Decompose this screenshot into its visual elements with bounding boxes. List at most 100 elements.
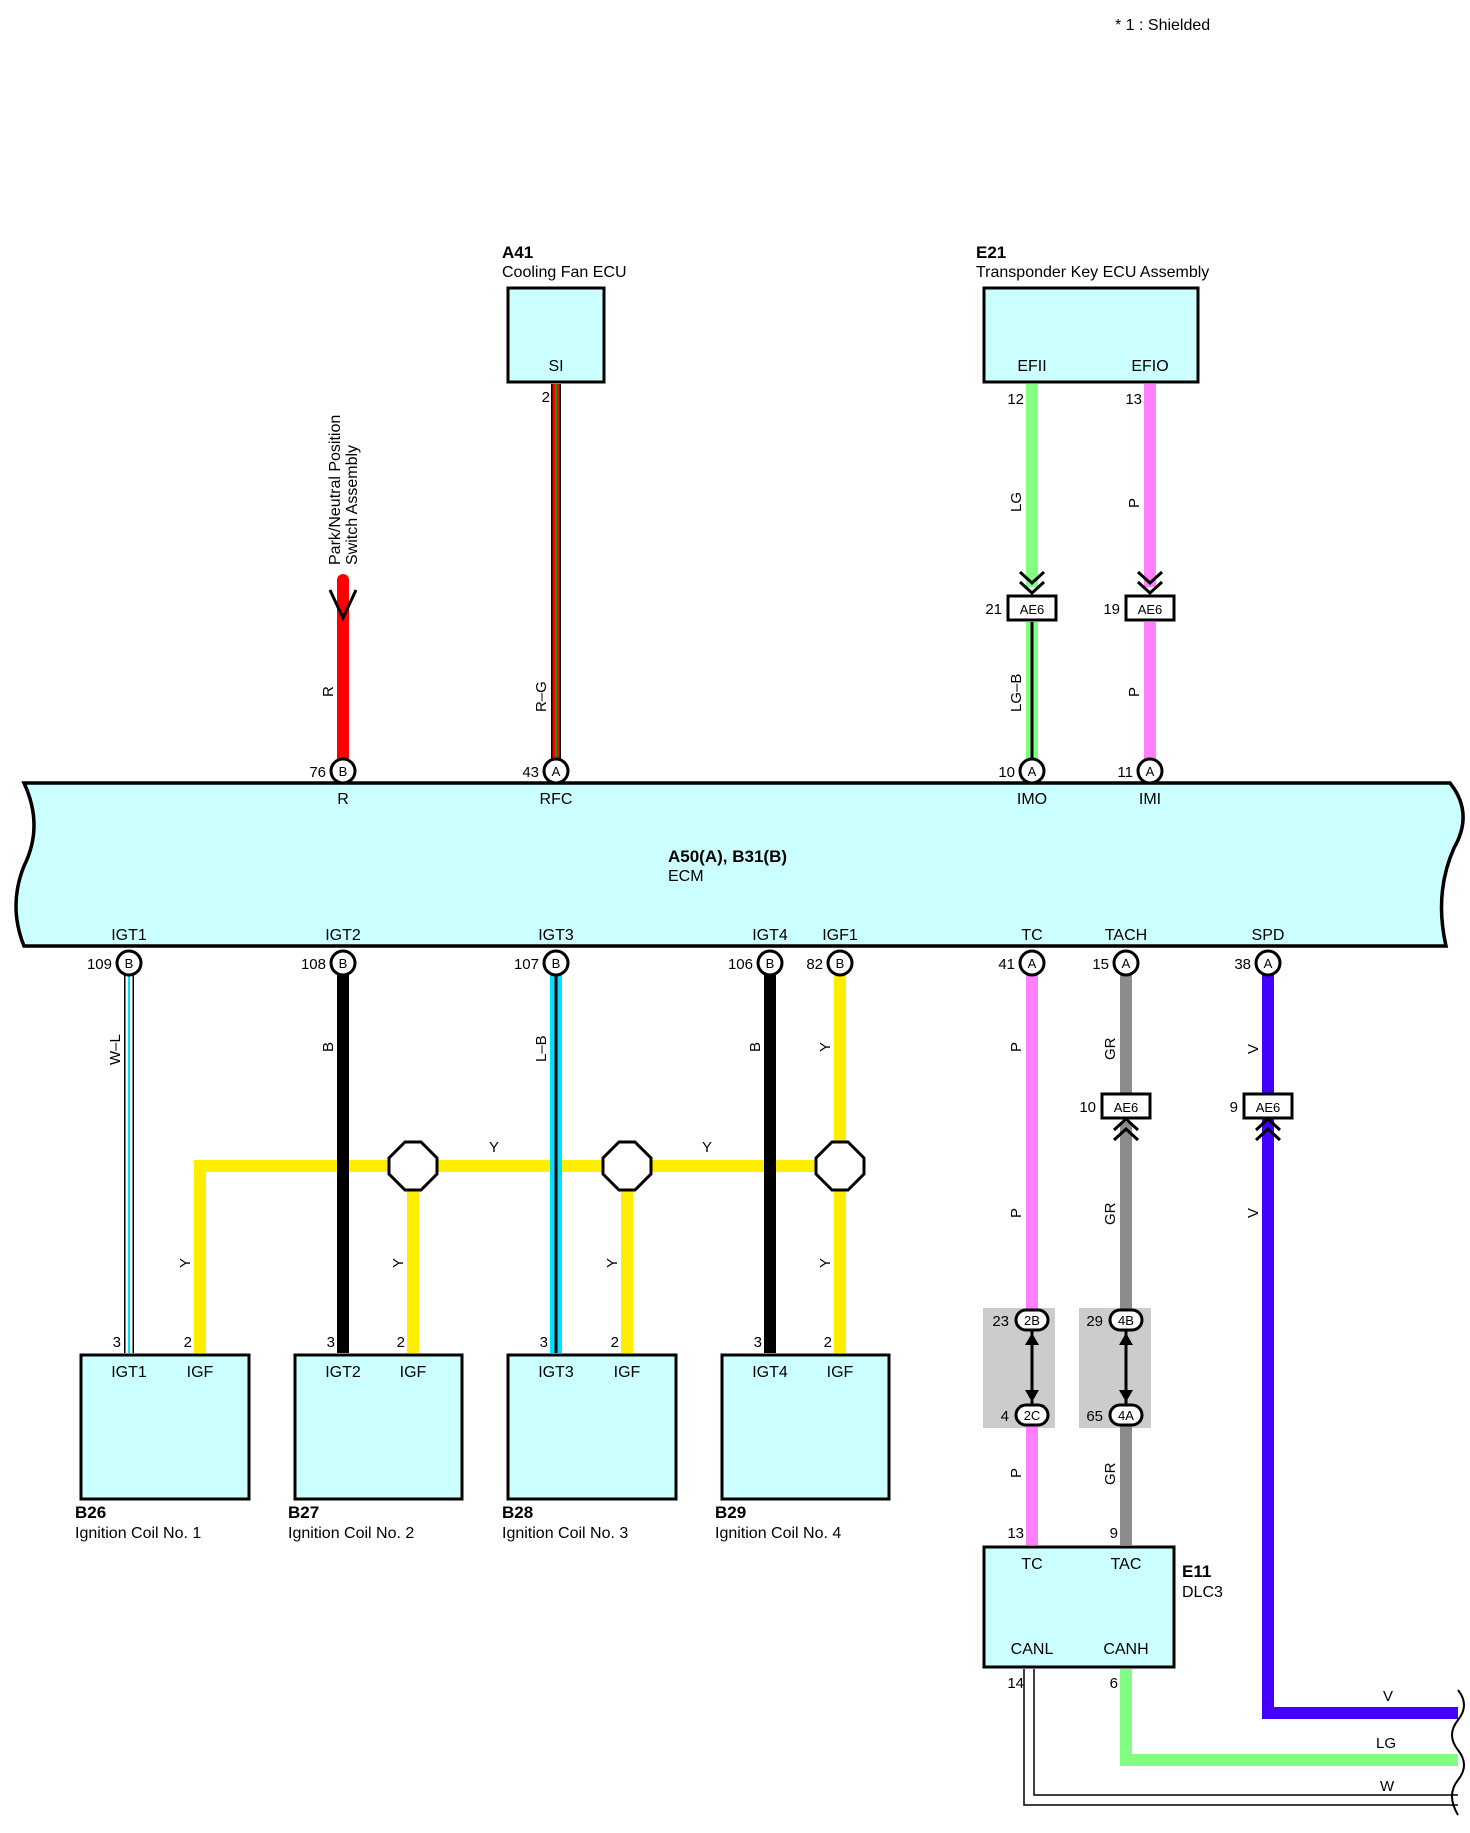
ecm-pin-15: 15: [1092, 956, 1109, 973]
wire-label-y-igf1: Y: [817, 1042, 834, 1052]
coil-b29: 3 2 IGT4 IGF B29 Ignition Coil No. 4: [715, 1334, 891, 1542]
e11-name: DLC3: [1182, 1584, 1223, 1601]
wire-label-rg: R–G: [533, 681, 550, 712]
coil-b28-code: B28: [502, 1503, 533, 1522]
coil-b27-pin-igf: 2: [397, 1334, 405, 1351]
coil-b27-code: B27: [288, 1503, 319, 1522]
coil-b26-code: B26: [75, 1503, 106, 1522]
pin-dlc-tc: 13: [1007, 1525, 1024, 1542]
ecm-conn-109: B: [125, 956, 134, 971]
pin-tc-upper: 23: [992, 1313, 1009, 1330]
wire-label-gr-1: GR: [1102, 1037, 1119, 1060]
pin-ae6-p: 19: [1103, 601, 1120, 618]
ecm-conn-107: B: [552, 956, 561, 971]
pin-dlc-tac: 9: [1110, 1525, 1118, 1542]
ae6-p-chevron-icon: [1136, 570, 1164, 586]
wire-label-y-bus-1: Y: [489, 1139, 499, 1156]
junction-connector-tc: 2B 23 2C 4: [992, 1308, 1050, 1427]
conn-4a: 4A: [1118, 1408, 1134, 1423]
ae6-v-chevron-icon: [1254, 1116, 1282, 1132]
ecm-top-term-r: R: [337, 791, 349, 808]
ecm-top-term-imi: IMI: [1139, 791, 1161, 808]
coil-b27-name: Ignition Coil No. 2: [288, 1525, 414, 1542]
ecm-conn-108: B: [339, 956, 348, 971]
ecm-top-pin-43: A 43 RFC: [522, 757, 572, 808]
pnp-arrow-icon: [328, 589, 358, 622]
ae6-label-p: AE6: [1138, 602, 1163, 617]
ecm-top-pin-num-10: 10: [998, 764, 1015, 781]
pnp-label-line2: Switch Assembly: [344, 445, 361, 565]
pin-tac-upper: 29: [1086, 1313, 1103, 1330]
wire-label-p-lower: P: [1126, 687, 1143, 697]
e21-box: [982, 286, 1200, 384]
wire-label-lg: LG: [1008, 492, 1025, 512]
a41-code: A41: [502, 243, 533, 262]
conn-2b: 2B: [1024, 1313, 1040, 1328]
ae6-label-lg: AE6: [1020, 602, 1045, 617]
e11-code: E11: [1182, 1562, 1211, 1581]
e21-terminal-efii: EFII: [1017, 358, 1046, 375]
dlc3-term-tac: TAC: [1111, 1556, 1142, 1573]
ae6-label-v: AE6: [1256, 1100, 1281, 1115]
coil-b26-term-igf: IGF: [187, 1364, 214, 1381]
ecm-top-pin-num-43: 43: [522, 764, 539, 781]
ecm-term-igt2: IGT2: [325, 927, 361, 944]
wire-w-canl: [1023, 1669, 1458, 1806]
wire-label-wl: W–L: [107, 1034, 124, 1065]
ae6-v-chevron-icon-2: [1254, 1126, 1282, 1142]
ecm-pin-38: 38: [1234, 956, 1251, 973]
wire-label-r: R: [320, 686, 337, 697]
wire-label-y-coil2: Y: [390, 1258, 407, 1268]
coil-b27: 3 2 IGT2 IGF B27 Ignition Coil No. 2: [288, 1334, 464, 1542]
ecm-bottom-pin-109: IGT1 B 109: [87, 927, 147, 977]
coil-b27-box: [293, 1353, 464, 1501]
wire-label-gr-2: GR: [1102, 1202, 1119, 1225]
wire-label-lg-canh: LG: [1376, 1735, 1396, 1752]
pin-tc-lower: 4: [1001, 1408, 1009, 1425]
ecm-top-pin-10: A 10 IMO: [998, 757, 1047, 808]
ecm-top-conn-76: B: [339, 764, 348, 779]
ae6-connector-v: [1242, 1092, 1294, 1120]
ae6-lg-chevron-icon: [1018, 570, 1046, 586]
ae6-lg-chevron-icon-2: [1018, 580, 1046, 596]
wire-label-y-coil4: Y: [817, 1258, 834, 1268]
wire-label-b-igt2: B: [320, 1042, 337, 1052]
ecm-name: ECM: [668, 868, 704, 885]
pin-e21-efii: 12: [1007, 391, 1024, 408]
wire-label-p-tc-2: P: [1008, 1208, 1025, 1218]
junction-1: [387, 1140, 439, 1192]
ecm-box: [14, 781, 1465, 948]
coil-b27-pin-igt: 3: [327, 1334, 335, 1351]
wire-label-p-upper: P: [1126, 498, 1143, 508]
a41-box: [506, 286, 606, 384]
ae6-connector-gr: [1100, 1092, 1152, 1120]
dlc3-term-tc: TC: [1021, 1556, 1042, 1573]
coil-b26-name: Ignition Coil No. 1: [75, 1525, 201, 1542]
coil-b27-term-igf: IGF: [400, 1364, 427, 1381]
dlc3-box: [982, 1545, 1176, 1669]
coil-b26-pin-igf: 2: [184, 1334, 192, 1351]
junction-connector-tac: 4B 29 4A 65: [1086, 1308, 1144, 1427]
pin-dlc-canh: 6: [1110, 1675, 1118, 1692]
pin-ae6-gr: 10: [1079, 1099, 1096, 1116]
wire-y-bus: [194, 1160, 840, 1353]
ecm-term-tc: TC: [1021, 927, 1042, 944]
wire-label-v-2: V: [1245, 1208, 1262, 1218]
pin-ae6-lg: 21: [985, 601, 1002, 618]
ecm-top-conn-10: A: [1028, 764, 1037, 779]
ecm-conn-82: B: [836, 956, 845, 971]
ecm-term-tach: TACH: [1105, 927, 1147, 944]
coil-b27-term-igt: IGT2: [325, 1364, 361, 1381]
a41-name: Cooling Fan ECU: [502, 264, 627, 281]
ecm-pin-108: 108: [301, 956, 326, 973]
coil-b29-code: B29: [715, 1503, 746, 1522]
ecm-bottom-pin-108: IGT2 B 108: [301, 927, 361, 977]
wire-lg-canh: [1120, 1669, 1458, 1766]
wire-label-y-coil1: Y: [177, 1258, 194, 1268]
coil-b28-pin-igt: 3: [540, 1334, 548, 1351]
coil-b29-pin-igf: 2: [824, 1334, 832, 1351]
pin-tac-lower: 65: [1086, 1408, 1103, 1425]
ecm-pin-82: 82: [806, 956, 823, 973]
wire-label-w-canl: W: [1380, 1778, 1395, 1795]
coil-b26-pin-igt: 3: [113, 1334, 121, 1351]
